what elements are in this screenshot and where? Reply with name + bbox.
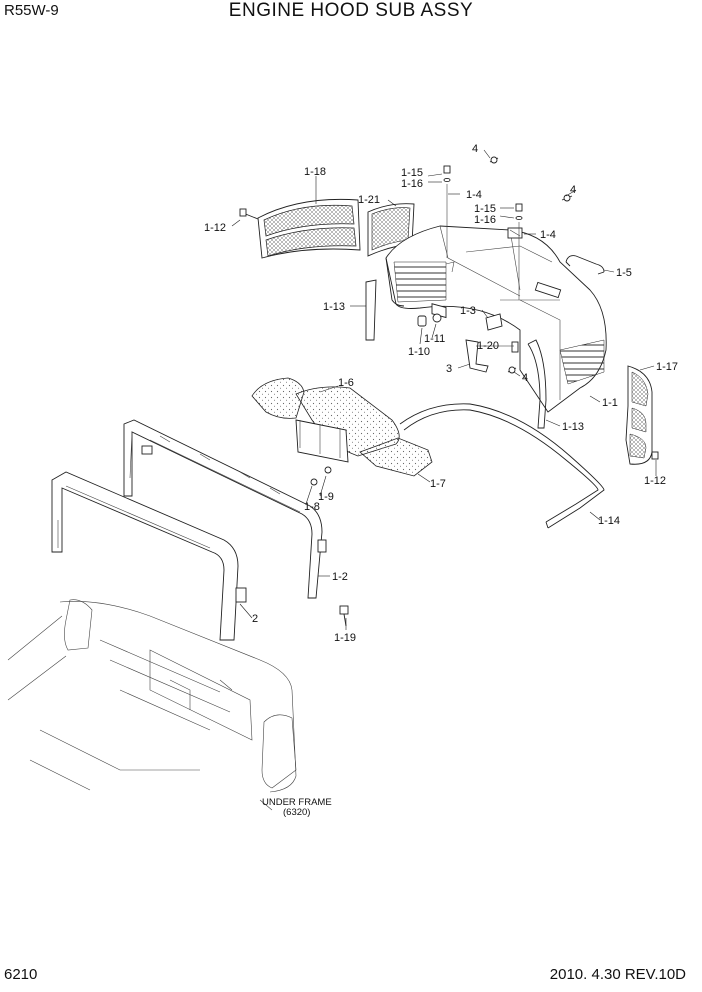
callout-4-upper: 4 <box>472 143 478 155</box>
part-1-17-side-grille <box>625 365 653 465</box>
page-title: ENGINE HOOD SUB ASSY <box>228 0 474 21</box>
callout-1-13-right: 1-13 <box>562 421 584 433</box>
part-1-13-seal-left <box>365 279 377 341</box>
bolt-4-upper <box>489 156 499 164</box>
callout-1-12-right: 1-12 <box>644 475 666 487</box>
callout-1-14: 1-14 <box>598 515 620 527</box>
part-1-1-engine-hood <box>385 225 607 413</box>
callout-1-15-upper: 1-15 <box>401 167 423 179</box>
callout-1-20: 1-20 <box>477 340 499 352</box>
callout-1-6: 1-6 <box>338 377 354 389</box>
callout-2: 2 <box>252 613 258 625</box>
part-1-5-handle <box>565 255 605 275</box>
callout-1-8: 1-8 <box>304 501 320 513</box>
part-1-18-mesh-screen <box>257 198 361 259</box>
part-1-3-latch <box>485 313 503 331</box>
callout-1-16-upper: 1-16 <box>401 178 423 190</box>
bolt-1-12-right <box>651 451 659 460</box>
callout-1-1: 1-1 <box>602 397 618 409</box>
under-frame-label: UNDER FRAME <box>262 797 332 808</box>
callout-1-15-lower: 1-15 <box>474 203 496 215</box>
callout-1-21: 1-21 <box>358 194 380 206</box>
callout-4-lower: 4 <box>522 372 528 384</box>
callout-1-16-lower: 1-16 <box>474 214 496 226</box>
callout-1-4-lower: 1-4 <box>540 229 556 241</box>
callout-1-19: 1-19 <box>334 632 356 644</box>
callout-1-18: 1-18 <box>304 166 326 178</box>
callout-3: 3 <box>446 363 452 375</box>
bolt-4-middle <box>561 194 573 202</box>
part-1-4-hinge-lower <box>507 227 523 239</box>
bolt-4-lower <box>507 366 517 374</box>
part-1-20-pin <box>511 341 519 353</box>
bolt-1-19 <box>339 605 349 627</box>
callout-1-7: 1-7 <box>430 478 446 490</box>
revision-date: 2010. 4.30 REV.10D <box>549 966 686 983</box>
part-1-6-insulation-pad <box>251 377 400 463</box>
part-1-13-seal-right <box>527 339 547 429</box>
part-1-7-pad <box>359 437 433 477</box>
callout-1-3: 1-3 <box>460 305 476 317</box>
leader-lines <box>231 149 657 630</box>
callout-1-4-upper: 1-4 <box>466 189 482 201</box>
page-number: 6210 <box>4 966 38 983</box>
part-1-2-support-frame <box>123 419 327 599</box>
under-frame-context <box>7 599 297 811</box>
bolt-1-12-left <box>239 208 259 220</box>
callout-1-12-left: 1-12 <box>204 222 226 234</box>
callout-1-9: 1-9 <box>318 491 334 503</box>
callout-1-17: 1-17 <box>656 361 678 373</box>
part-1-11-1-10-bushings <box>417 313 442 327</box>
part-3-bracket <box>465 339 489 373</box>
fasteners-1-8-1-9 <box>310 466 332 486</box>
callout-1-10: 1-10 <box>408 346 430 358</box>
callout-1-2: 1-2 <box>332 571 348 583</box>
callout-1-11: 1-11 <box>424 333 445 345</box>
callout-1-13-left: 1-13 <box>323 301 345 313</box>
callout-1-5: 1-5 <box>616 267 632 279</box>
callout-4-middle: 4 <box>570 184 576 196</box>
part-2-rear-frame <box>51 471 247 641</box>
callout-labels: 1-18 1-12 1-21 1-15 1-16 4 1-4 4 1-15 1-… <box>204 143 678 818</box>
washer-set-lower <box>515 203 523 300</box>
part-1-14-long-seal <box>399 403 605 529</box>
under-frame-ref: (6320) <box>283 807 310 818</box>
model-code: R55W-9 <box>4 2 59 19</box>
washer-set-upper <box>443 165 451 258</box>
